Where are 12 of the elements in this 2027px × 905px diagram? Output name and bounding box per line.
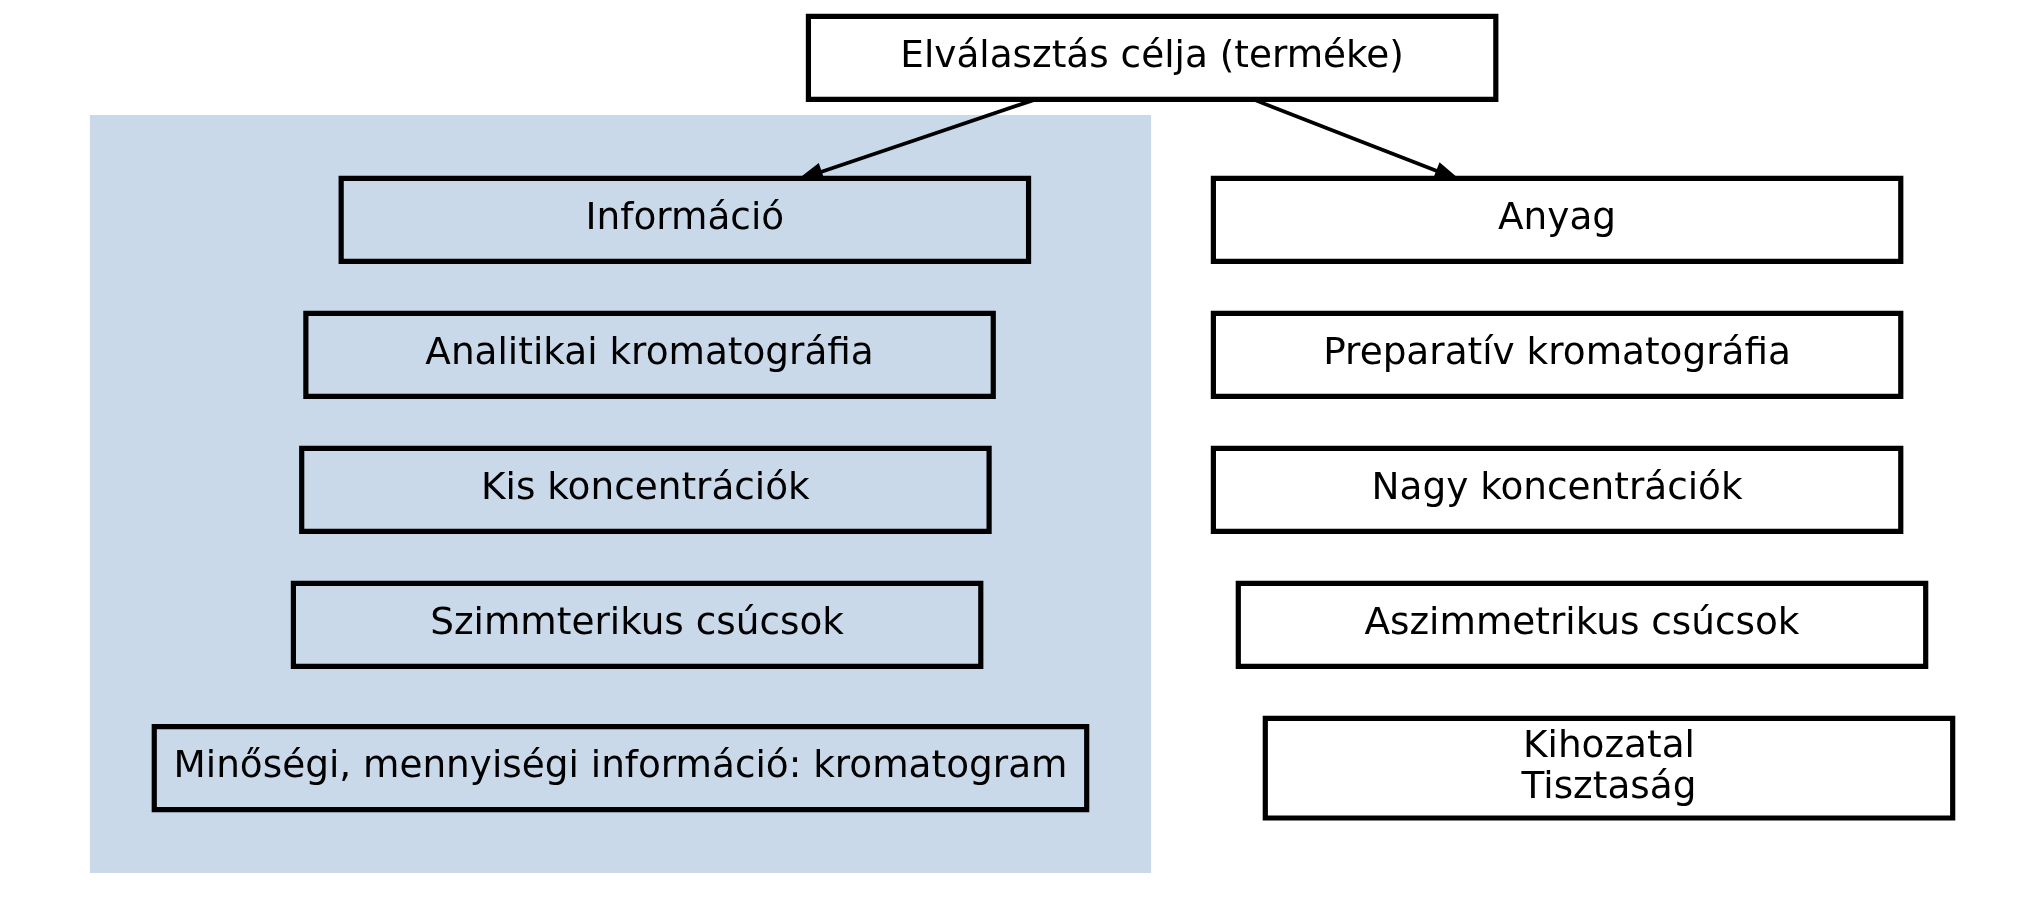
node-box: Kihozatal Tisztaság <box>1262 715 1956 821</box>
node-box: Szimmterikus csúcsok <box>290 580 984 669</box>
node-box: Kis koncentrációk <box>299 445 992 534</box>
node-box: Anyag <box>1210 175 1904 265</box>
node-box: Minőségi, mennyiségi információ: kromatogram <box>151 724 1090 813</box>
node-box: Analitikai kromatográfia <box>303 310 996 400</box>
node-box: Aszimmetrikus csúcsok <box>1235 580 1929 669</box>
node-box: Nagy koncentrációk <box>1210 445 1904 534</box>
node-box: Információ <box>338 175 1032 265</box>
node-box: Preparatív kromatográfia <box>1210 310 1904 400</box>
node-box: Elválasztás célja (terméke) <box>805 13 1499 103</box>
cluster <box>89 115 1152 874</box>
